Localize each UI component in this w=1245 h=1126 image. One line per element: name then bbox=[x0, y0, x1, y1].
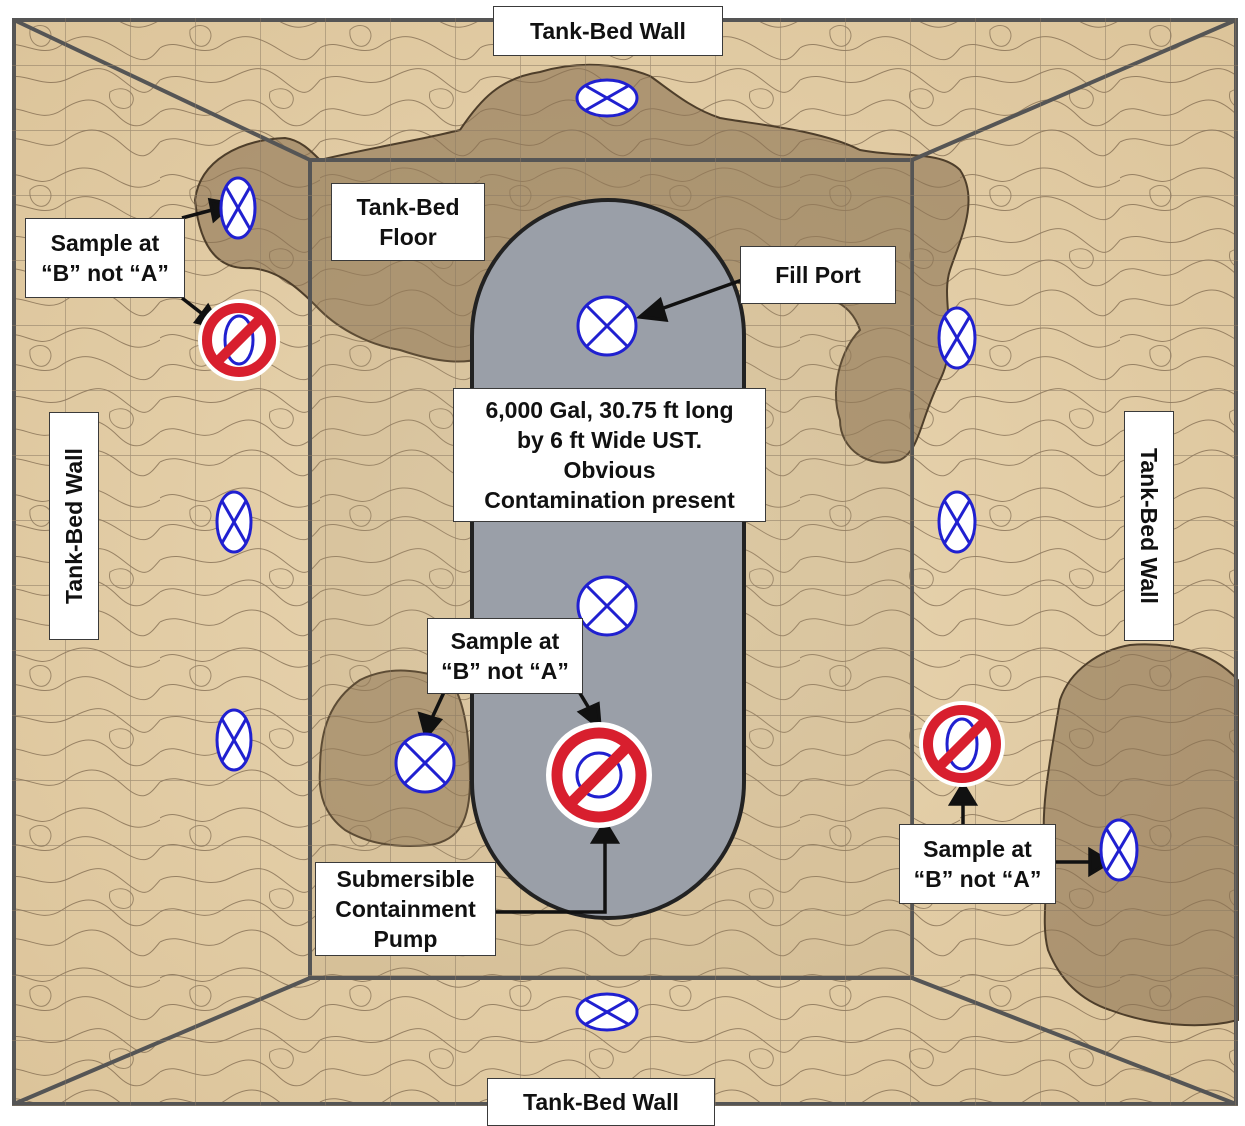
label-sample-note-right: Sample at “B” not “A” bbox=[899, 824, 1056, 904]
label-wall-left: Tank-Bed Wall bbox=[49, 412, 99, 640]
circle-x-icon bbox=[937, 306, 977, 370]
label-sample-left-line-1: Sample at bbox=[50, 230, 160, 256]
circle-x-icon bbox=[215, 490, 253, 554]
ust-tank bbox=[470, 198, 746, 920]
label-tank-info-line-4: Contamination present bbox=[484, 487, 735, 513]
label-wall-top: Tank-Bed Wall bbox=[493, 6, 723, 56]
label-tank-info: 6,000 Gal, 30.75 ft long by 6 ft Wide US… bbox=[453, 388, 766, 522]
label-wall-bottom-text: Tank-Bed Wall bbox=[523, 1089, 679, 1115]
prohibited-sign-icon bbox=[546, 722, 652, 828]
label-sample-right-line-2: “B” not “A” bbox=[913, 866, 1042, 892]
label-sample-left-line-2: “B” not “A” bbox=[41, 260, 169, 286]
prohibited-sign-icon bbox=[198, 299, 280, 381]
label-tank-bed-floor: Tank-Bed Floor bbox=[331, 183, 485, 261]
label-tank-info-line-2: by 6 ft Wide UST. bbox=[516, 427, 703, 453]
label-fill-port-text: Fill Port bbox=[775, 262, 861, 288]
circle-x-icon bbox=[576, 575, 638, 637]
circle-x-icon bbox=[575, 992, 639, 1032]
circle-x-icon bbox=[576, 295, 638, 357]
label-wall-right: Tank-Bed Wall bbox=[1124, 411, 1174, 641]
arrow-left-b bbox=[181, 208, 213, 220]
sample-markers bbox=[215, 78, 1139, 1032]
circle-x-icon bbox=[1099, 818, 1139, 882]
label-sample-right-line-1: Sample at bbox=[923, 836, 1032, 862]
prohibited-sign-icon bbox=[919, 701, 1005, 787]
label-pump: Submersible Containment Pump bbox=[315, 862, 496, 956]
arrow-head-pump bbox=[589, 818, 621, 844]
circle-x-icon bbox=[215, 708, 253, 772]
arrow-head-center-a bbox=[576, 701, 603, 732]
label-sample-center-line-1: Sample at bbox=[450, 628, 560, 654]
arrow-pump bbox=[496, 840, 607, 914]
arrow-head-center-b bbox=[417, 711, 444, 741]
label-fill-port: Fill Port bbox=[740, 246, 896, 304]
arrow-head-right-a bbox=[947, 780, 979, 806]
label-sample-center-line-2: “B” not “A” bbox=[441, 658, 569, 684]
label-sample-note-center: Sample at “B” not “A” bbox=[427, 618, 583, 694]
label-tank-info-line-1: 6,000 Gal, 30.75 ft long bbox=[485, 397, 734, 423]
arrow-head-fill-port bbox=[635, 296, 669, 323]
circle-x-icon bbox=[394, 732, 456, 794]
label-wall-left-text: Tank-Bed Wall bbox=[61, 448, 87, 604]
arrow-center-b bbox=[430, 689, 447, 719]
label-floor-line-1: Tank-Bed bbox=[356, 194, 460, 220]
label-floor-line-2: Floor bbox=[379, 224, 437, 250]
circle-x-icon bbox=[937, 490, 977, 554]
label-tank-info-line-3: Obvious bbox=[563, 457, 656, 483]
circle-x-icon bbox=[219, 176, 257, 240]
label-pump-line-2: Containment bbox=[335, 896, 476, 922]
label-pump-line-3: Pump bbox=[373, 926, 438, 952]
circle-x-icon bbox=[575, 78, 639, 118]
label-wall-right-text: Tank-Bed Wall bbox=[1136, 448, 1162, 604]
label-sample-note-left: Sample at “B” not “A” bbox=[25, 218, 185, 298]
label-pump-line-1: Submersible bbox=[336, 866, 475, 892]
arrow-fill-port bbox=[657, 278, 743, 312]
label-wall-bottom: Tank-Bed Wall bbox=[487, 1078, 715, 1126]
label-wall-top-text: Tank-Bed Wall bbox=[530, 18, 686, 44]
